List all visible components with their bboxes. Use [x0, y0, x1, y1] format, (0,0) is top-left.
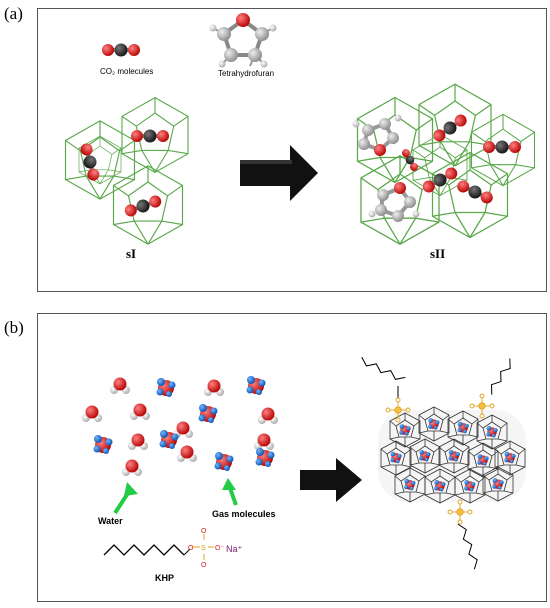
water-label: Water [98, 516, 123, 526]
svg-text:O: O [201, 528, 207, 535]
transition-arrow-b [300, 458, 362, 502]
sii-cage-cluster [352, 83, 536, 245]
svg-text:O: O [188, 545, 194, 552]
gas-molecules-label: Gas molecules [212, 509, 276, 519]
svg-text:S: S [201, 545, 206, 552]
si-structure-label: sI [126, 246, 137, 261]
svg-text:O⁻: O⁻ [215, 545, 224, 552]
sii-structure-label: sII [430, 246, 446, 261]
hydrate-cage-cluster [378, 406, 526, 504]
panel-a-label: (a) [4, 4, 23, 23]
khp-label: KHP [155, 573, 175, 583]
panel-b-label: (b) [4, 318, 24, 337]
co2-caption: CO₂ molecules [100, 67, 154, 76]
svg-text:O: O [201, 562, 207, 569]
free-water-and-gas-molecules [82, 376, 278, 476]
gas-pointer-arrow [222, 478, 238, 506]
sodium-ion-label: Na⁺ [226, 544, 243, 554]
legend-thf-molecule [209, 13, 277, 68]
water-pointer-arrow [113, 482, 138, 515]
surfactant-chains [361, 356, 511, 570]
khp-structure [103, 534, 214, 560]
thf-caption: Tetrahydrofuran [218, 69, 275, 78]
legend-co2-molecule [102, 43, 140, 57]
transition-arrow-a [240, 145, 318, 201]
si-cage-cluster [64, 97, 189, 245]
